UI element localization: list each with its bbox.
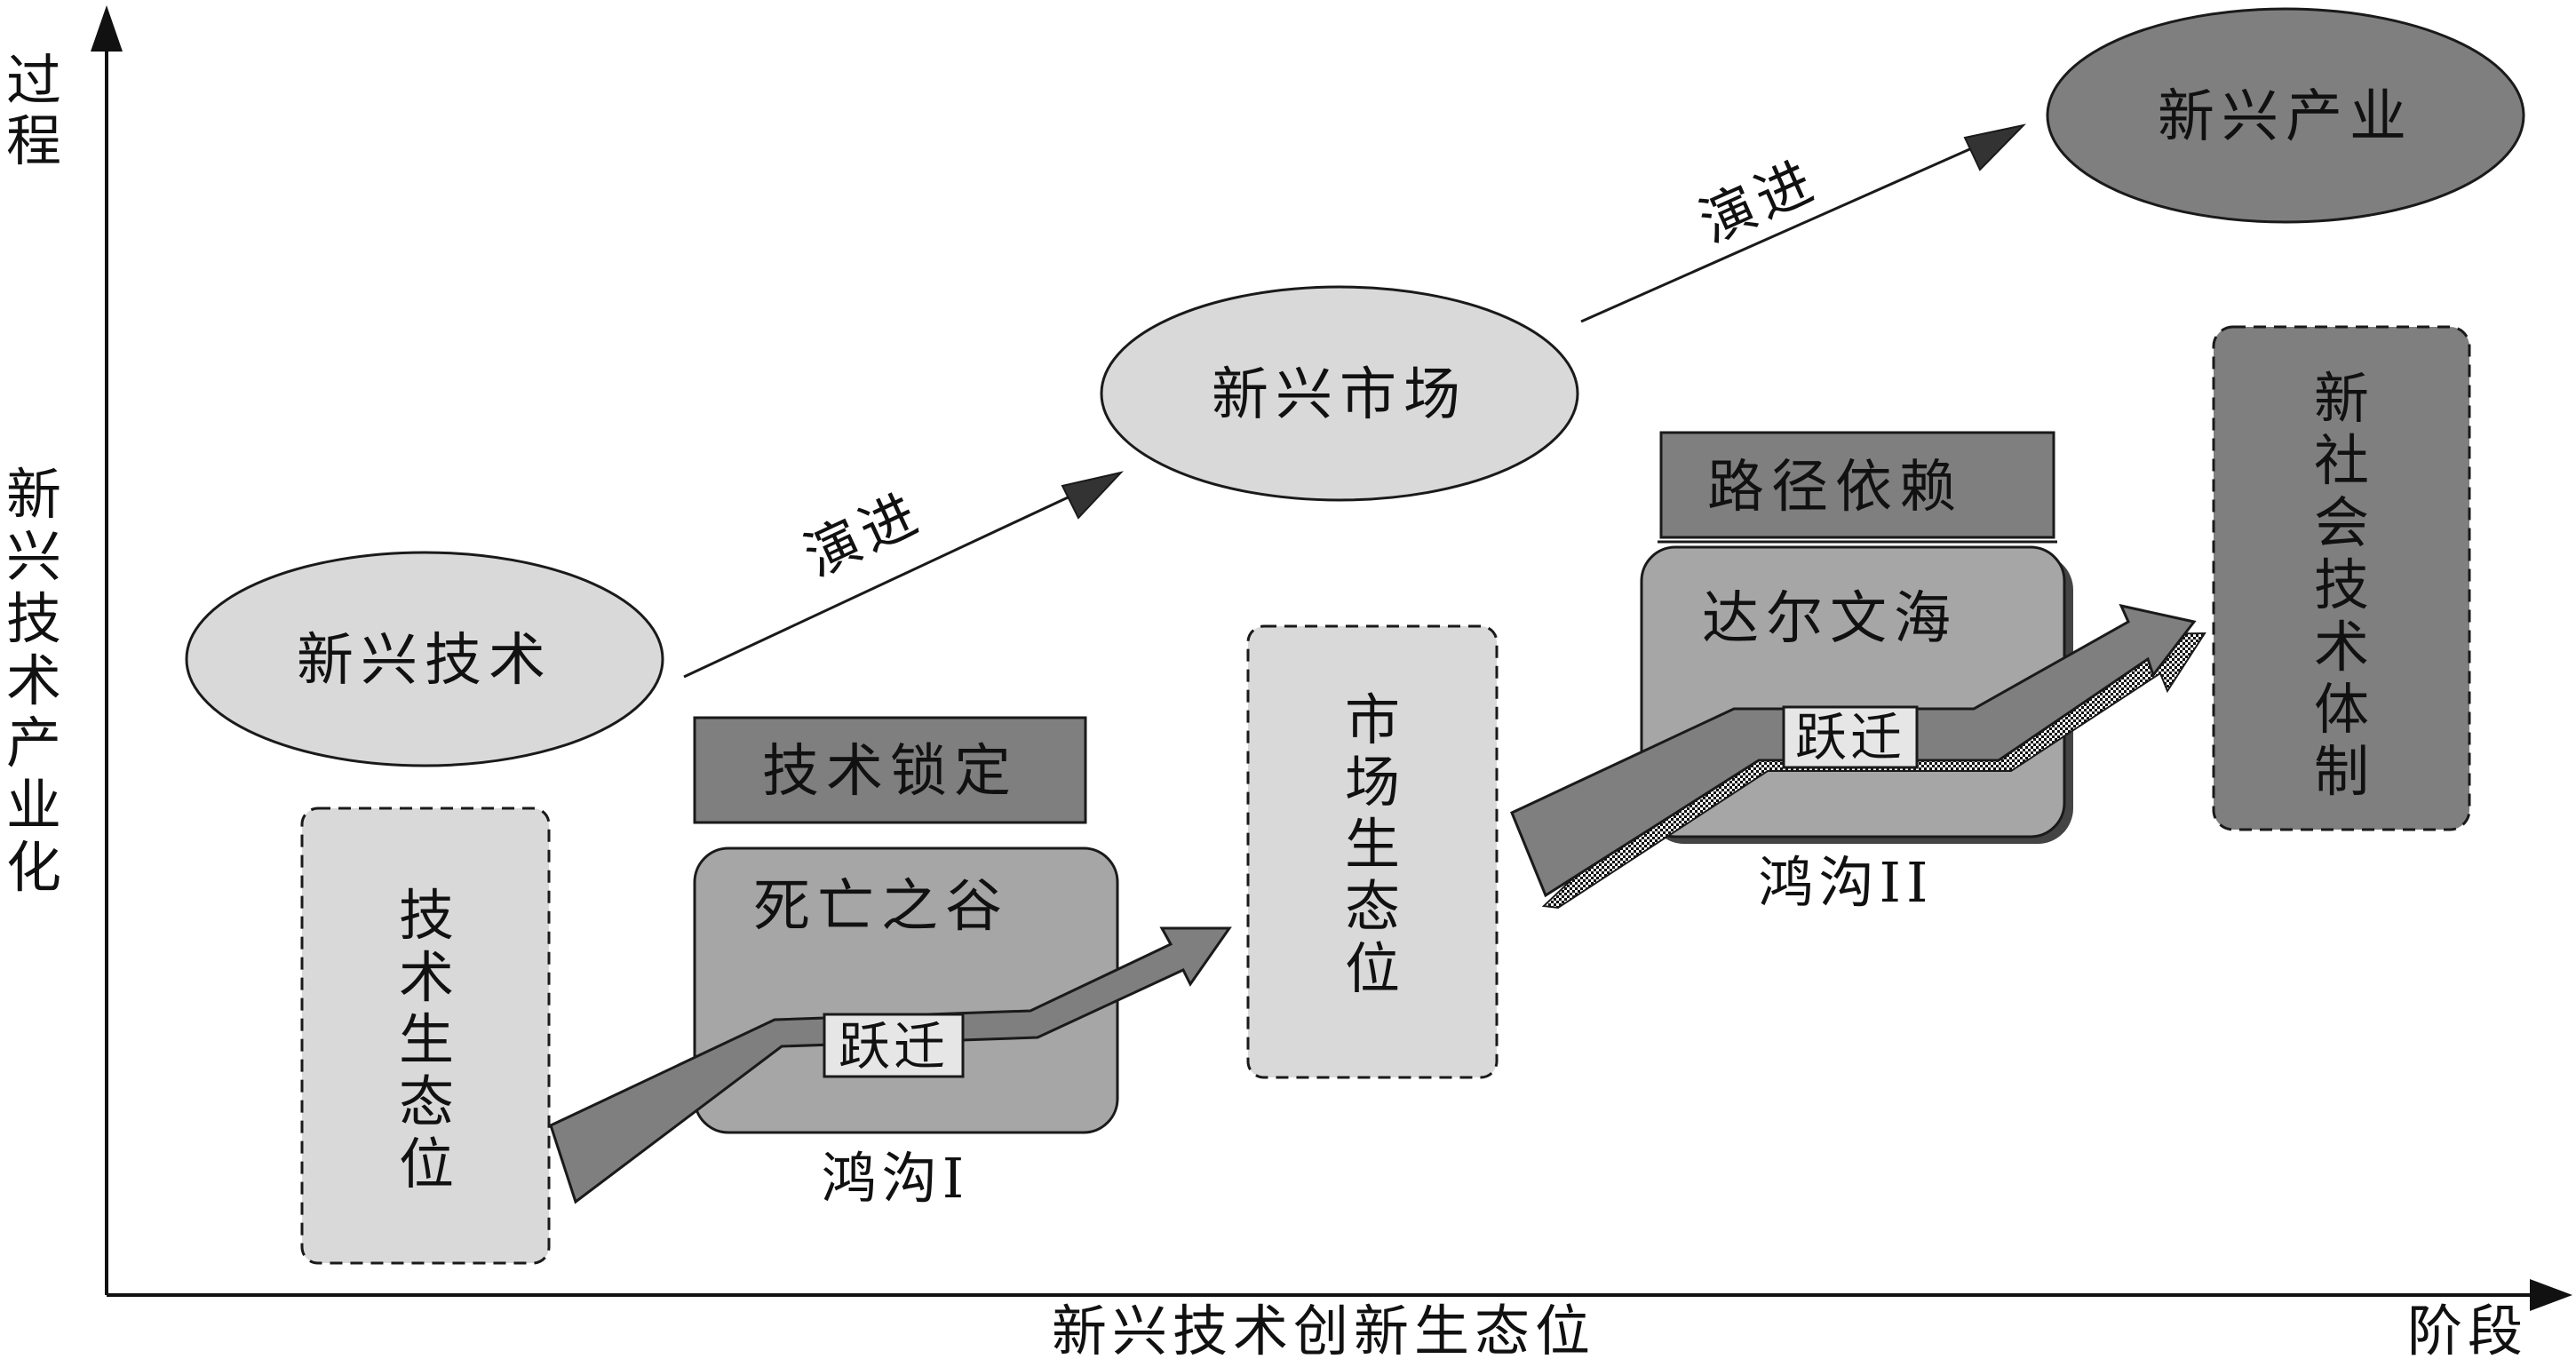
niche-char: 生 <box>399 1007 454 1072</box>
x-axis-arrow <box>2530 1279 2572 1311</box>
x-axis-label: 新兴技术创新生态位 <box>1052 1299 1595 1359</box>
valley-of-death-box: 死亡之谷 <box>693 846 1119 1134</box>
path-dependency-box: 路径依赖 <box>1658 431 2057 544</box>
ellipse-emerging-market: 新兴市场 <box>1100 285 1579 502</box>
niche-char: 生 <box>1345 812 1400 877</box>
axes <box>91 5 2572 1311</box>
ellipse-emerging-technology: 新兴技术 <box>185 551 664 767</box>
y-label-char: 技 <box>6 586 61 651</box>
regime-char: 社 <box>2314 428 2369 493</box>
y-label-char: 术 <box>6 648 61 713</box>
y-label-char: 产 <box>6 711 61 775</box>
niche-char: 态 <box>1345 874 1400 939</box>
ellipse-label: 新兴产业 <box>2158 84 2413 150</box>
leap-arrow-2: 跃迁 <box>1510 603 2206 910</box>
regime-char: 新 <box>2314 366 2369 431</box>
ellipse-label: 新兴技术 <box>297 628 553 694</box>
evolution-label: 演进 <box>1690 147 1826 256</box>
regime-char: 体 <box>2314 677 2369 742</box>
y-label-char: 程 <box>6 108 61 173</box>
y-axis-label-middle: 新 兴 技 术 产 业 化 <box>6 462 61 900</box>
niche-char: 位 <box>399 1132 454 1196</box>
y-axis-arrow <box>91 5 123 52</box>
socio-technical-regime-box: 新 社 会 技 术 体 制 <box>2212 325 2471 831</box>
evolution-arrow-1 <box>683 471 1124 679</box>
niche-char: 技 <box>399 883 454 948</box>
x-axis-label-right: 阶段 <box>2407 1299 2528 1359</box>
evolution-arrow-2 <box>1580 123 2027 323</box>
chasm-label: 达尔文海 <box>1702 586 1958 652</box>
niche-char: 位 <box>1345 936 1400 1001</box>
chasm-one-label: 鸿沟I <box>822 1146 970 1211</box>
leap-arrow-1: 跃迁 <box>549 926 1232 1204</box>
chasm-label: 死亡之谷 <box>753 874 1009 940</box>
y-label-char: 过 <box>6 48 61 113</box>
barrier-label: 路径依赖 <box>1707 455 1963 521</box>
ellipse-label: 新兴市场 <box>1212 362 1467 428</box>
barrier-label: 技术锁定 <box>762 739 1018 805</box>
leap-label: 跃迁 <box>1795 707 1905 767</box>
regime-char: 会 <box>2314 490 2369 555</box>
leap-label: 跃迁 <box>839 1016 949 1077</box>
tech-lock-box: 技术锁定 <box>693 716 1087 824</box>
niche-char: 市 <box>1345 687 1400 752</box>
niche-char: 场 <box>1345 750 1400 815</box>
ellipse-emerging-industry: 新兴产业 <box>2046 7 2525 224</box>
regime-char: 术 <box>2314 615 2369 680</box>
y-label-char: 化 <box>6 835 61 900</box>
regime-char: 制 <box>2314 739 2369 804</box>
niche-char: 态 <box>399 1069 454 1134</box>
chasm-two-label: 鸿沟II <box>1759 850 1934 915</box>
market-niche-box: 市 场 生 态 位 <box>1246 624 1499 1079</box>
technology-niche-box: 技 术 生 态 位 <box>300 807 551 1265</box>
niche-char: 术 <box>399 945 454 1010</box>
y-axis-label-top: 过 程 <box>6 48 61 173</box>
y-label-char: 业 <box>6 773 61 838</box>
evolution-label: 演进 <box>794 480 931 590</box>
y-label-char: 兴 <box>6 524 61 589</box>
regime-char: 技 <box>2314 552 2369 617</box>
y-label-char: 新 <box>6 462 61 527</box>
